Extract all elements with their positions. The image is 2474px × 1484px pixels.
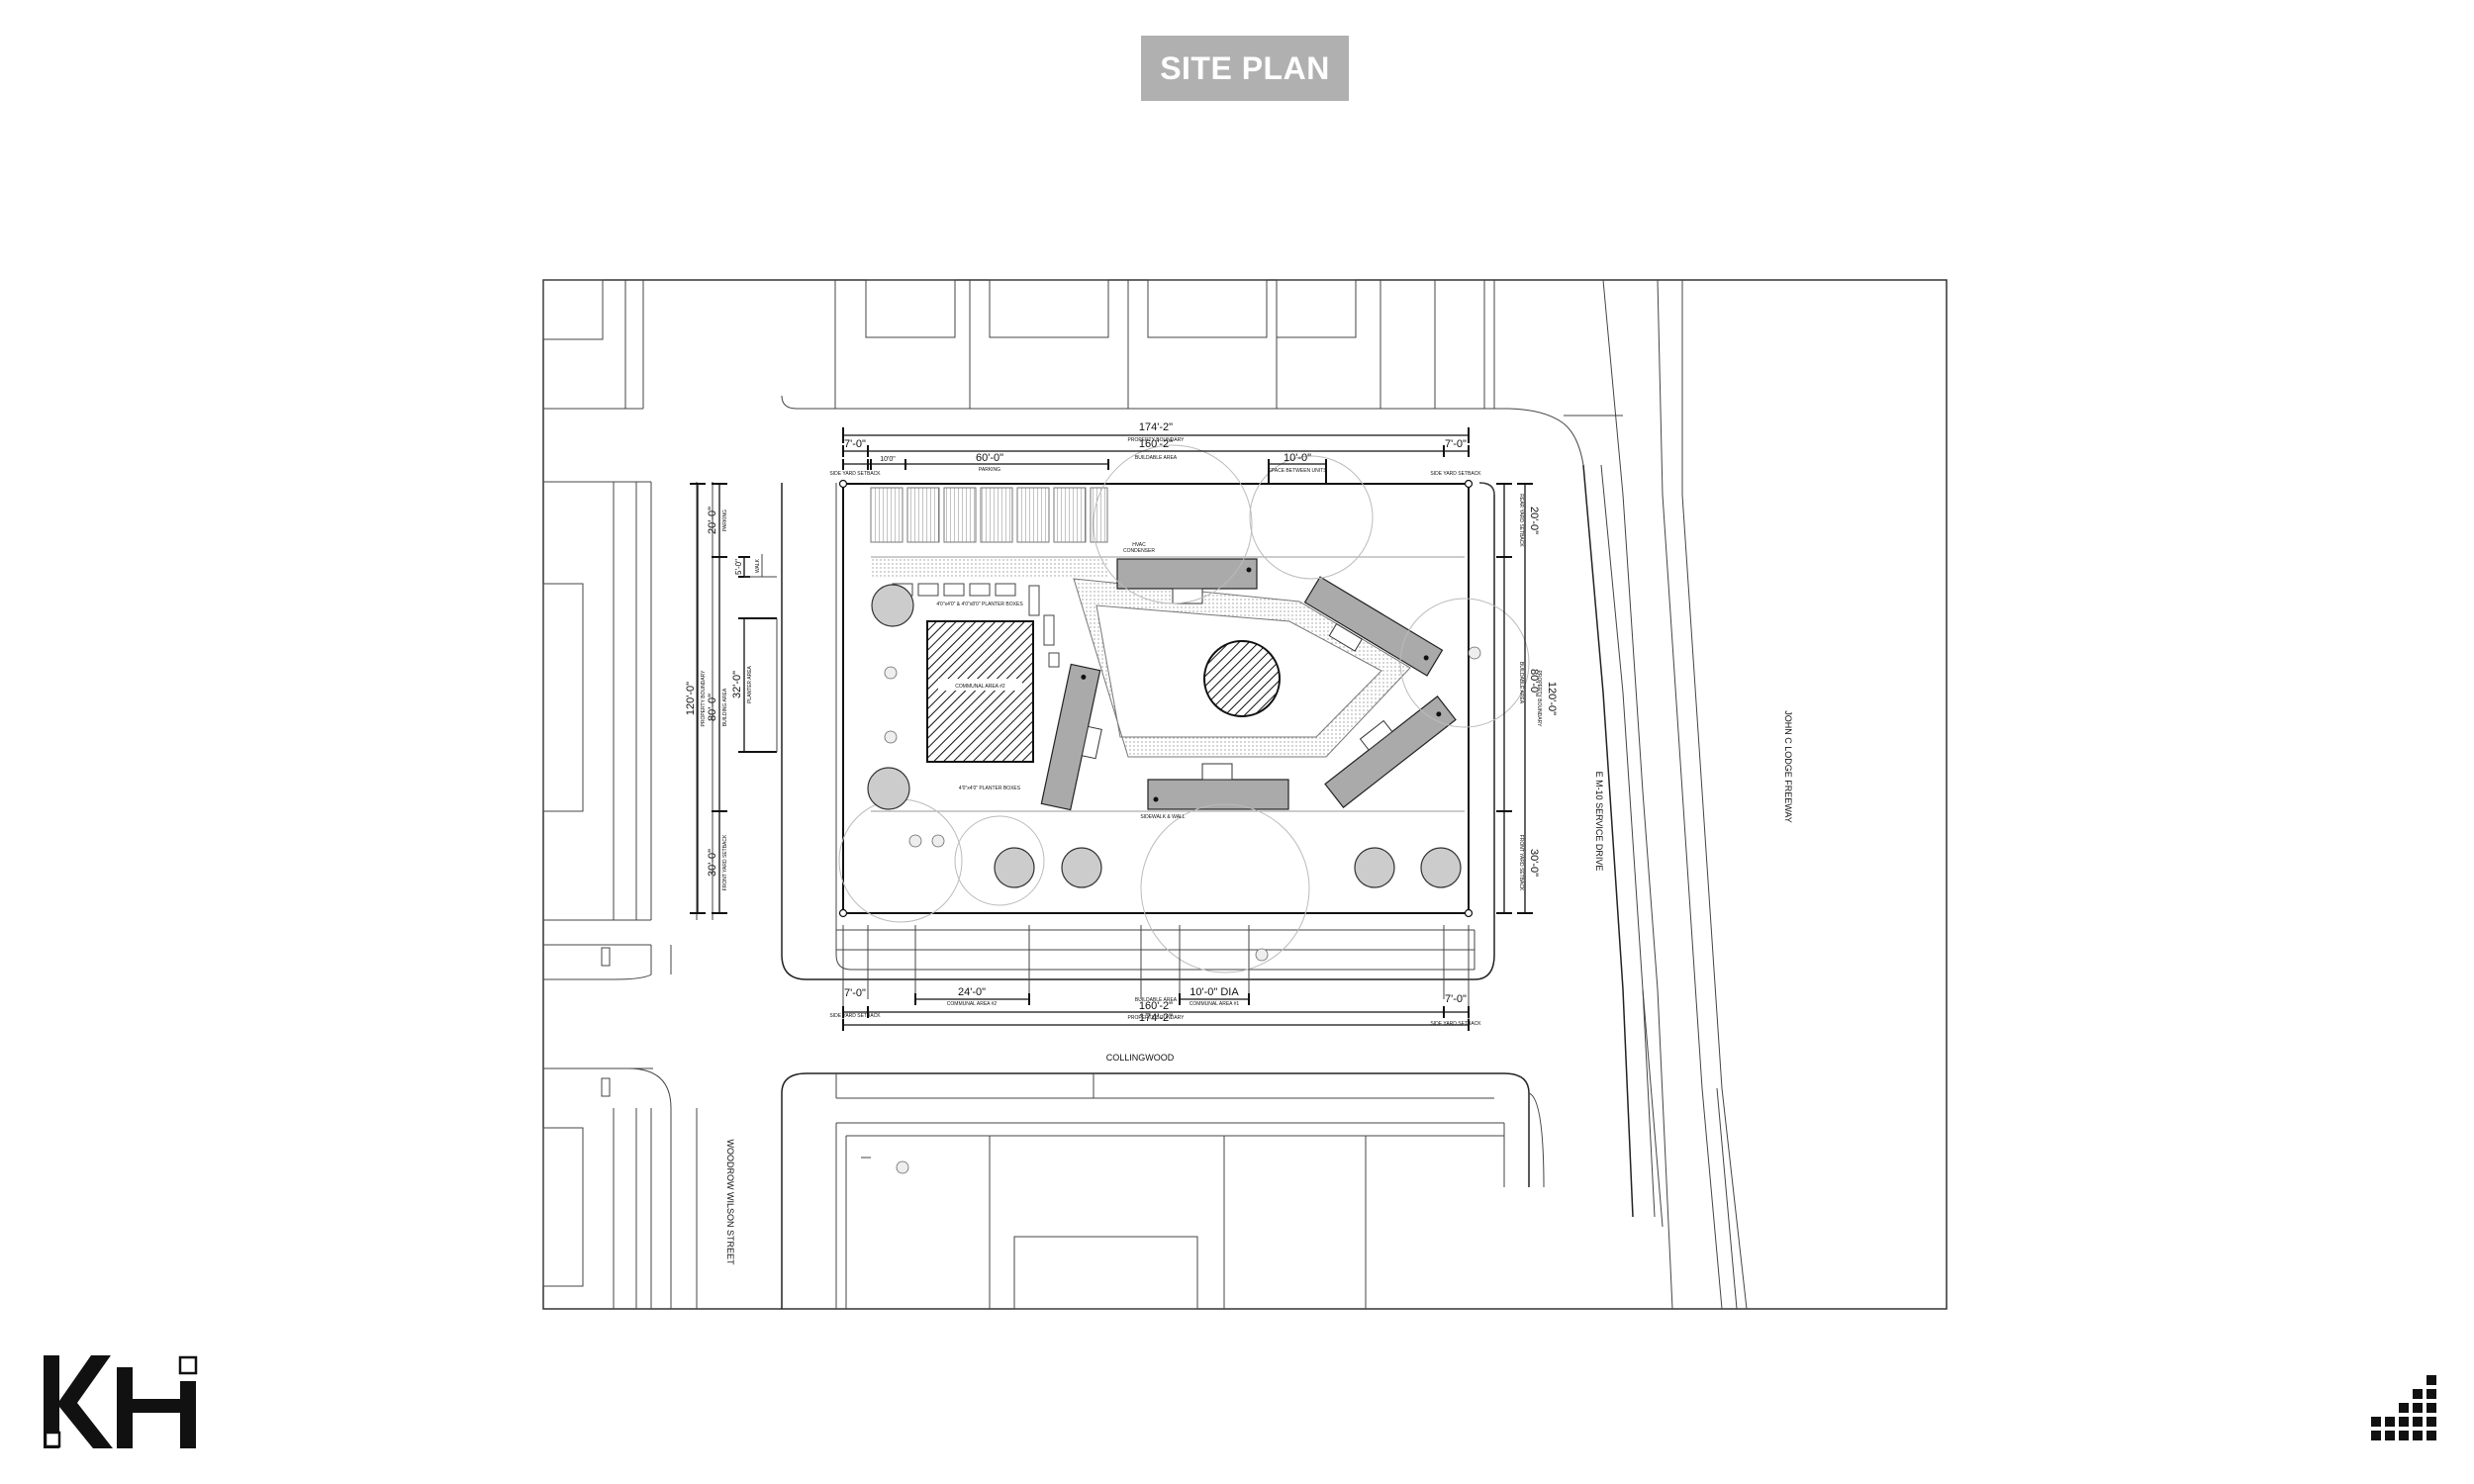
planter-top-label: 4'0"x4'0" & 4'0"x8'0" PLANTER BOXES	[936, 602, 1023, 607]
svg-text:SIDE YARD SETBACK: SIDE YARD SETBACK	[1430, 471, 1481, 477]
svg-text:10'0": 10'0"	[880, 456, 896, 463]
svg-text:PROPERTY BOUNDARY: PROPERTY BOUNDARY	[701, 670, 707, 727]
svg-text:PLANTER AREA: PLANTER AREA	[747, 665, 753, 702]
communal-area-1	[1203, 640, 1281, 717]
svg-text:30'-0": 30'-0"	[1528, 849, 1540, 877]
svg-text:SIDE YARD SETBACK: SIDE YARD SETBACK	[829, 471, 881, 477]
communal-area-label: COMMUNAL AREA #2	[955, 684, 1005, 690]
svg-text:174'-2": 174'-2"	[1139, 1012, 1173, 1024]
left-dimensions: 120'-0" PROPERTY BOUNDARY 20'-0" PARKING…	[685, 483, 778, 914]
svg-text:PROPERTY BOUNDARY: PROPERTY BOUNDARY	[1128, 437, 1186, 443]
svg-text:7'-0": 7'-0"	[844, 438, 866, 450]
trees	[838, 444, 1530, 1174]
svg-text:5'-0": 5'-0"	[734, 559, 743, 575]
dot-grid-logo	[2371, 1375, 2436, 1440]
sidewalk-label: SIDEWALK & WALL	[1140, 814, 1185, 820]
svg-text:7'-0": 7'-0"	[844, 987, 866, 999]
svg-text:24'-0": 24'-0"	[958, 986, 986, 998]
svg-text:10'-0" DIA: 10'-0" DIA	[1189, 986, 1239, 998]
svg-text:PROPERTY BOUNDARY: PROPERTY BOUNDARY	[1128, 1015, 1186, 1021]
svg-text:80'-0": 80'-0"	[707, 694, 718, 721]
planter-bottom-label: 4'0"x4'0" PLANTER BOXES	[959, 786, 1021, 791]
svg-text:32'-0": 32'-0"	[731, 671, 743, 698]
context-lines	[542, 279, 1748, 1310]
svg-text:SIDE YARD SETBACK: SIDE YARD SETBACK	[1430, 1021, 1481, 1027]
svg-text:20'-0": 20'-0"	[707, 507, 718, 534]
svg-text:80'-0": 80'-0"	[1528, 669, 1540, 696]
svg-text:160'-2": 160'-2"	[1139, 438, 1173, 450]
kh-logo	[44, 1355, 198, 1448]
svg-text:7'-0": 7'-0"	[1445, 438, 1467, 450]
courtyard-path	[1073, 578, 1411, 758]
svg-text:10'-0": 10'-0"	[1284, 452, 1311, 464]
right-dimensions: 120'-0" PROPERTY BOUNDARY 20'-0" REAR YA…	[1496, 483, 1558, 914]
svg-text:BUILDING AREA: BUILDING AREA	[722, 688, 728, 726]
svg-text:20'-0": 20'-0"	[1528, 507, 1540, 534]
svg-text:FRONT YARD SETBACK: FRONT YARD SETBACK	[722, 834, 728, 890]
svg-text:BUILDABLE AREA: BUILDABLE AREA	[1135, 455, 1178, 461]
svg-text:30'-0": 30'-0"	[707, 849, 718, 877]
bottom-dimensions: 24'-0" COMMUNAL AREA #2 10'-0" DIA COMMU…	[829, 925, 1481, 1031]
top-dimensions: 174'-2" PROPERTY BOUNDARY 160'-2" BUILDA…	[829, 421, 1481, 485]
walkway	[871, 557, 1108, 579]
svg-text:7'-0": 7'-0"	[1445, 993, 1467, 1005]
svg-text:60'-0": 60'-0"	[976, 452, 1003, 464]
seating-units	[1040, 558, 1457, 811]
hvac-label: HVAC	[1132, 542, 1146, 548]
svg-text:SIDE YARD SETBACK: SIDE YARD SETBACK	[829, 1013, 881, 1019]
svg-text:BUILDABLE AREA: BUILDABLE AREA	[1135, 997, 1178, 1003]
condenser-label: CONDENSER	[1123, 548, 1155, 554]
svg-text:174'-2": 174'-2"	[1139, 421, 1173, 433]
page-title: SITE PLAN	[1141, 36, 1349, 101]
svg-text:PROPERTY BOUNDARY: PROPERTY BOUNDARY	[1536, 671, 1542, 728]
svg-text:160'-2": 160'-2"	[1139, 1000, 1173, 1012]
communal-area-2	[926, 620, 1034, 763]
street-woodrow-wilson: WOODROW WILSON STREET	[725, 1140, 735, 1266]
street-service-drive: E M-10 SERVICE DRIVE	[1594, 772, 1604, 872]
svg-text:PARKING: PARKING	[979, 467, 1000, 473]
svg-text:REAR YARD SETBACK: REAR YARD SETBACK	[1518, 494, 1524, 547]
svg-text:120'-0": 120'-0"	[685, 682, 697, 715]
svg-text:BUILDABLE AREA: BUILDABLE AREA	[1518, 662, 1524, 704]
svg-text:PARKING: PARKING	[722, 510, 728, 531]
street-freeway: JOHN C LODGE FREEWAY	[1783, 710, 1793, 823]
svg-text:SPACE BETWEEN UNITS: SPACE BETWEEN UNITS	[1268, 468, 1327, 474]
svg-text:COMMUNAL AREA #2: COMMUNAL AREA #2	[947, 1001, 998, 1007]
property-boundary	[842, 483, 1470, 914]
svg-text:FRONT YARD SETBACK: FRONT YARD SETBACK	[1518, 835, 1524, 891]
svg-text:COMMUNAL AREA #1: COMMUNAL AREA #1	[1189, 1001, 1240, 1007]
svg-text:120'-0": 120'-0"	[1546, 682, 1558, 715]
parking-stalls	[870, 487, 1108, 543]
street-collingwood: COLLINGWOOD	[1106, 1053, 1175, 1063]
svg-text:WALK: WALK	[755, 558, 761, 573]
planter-boxes	[892, 583, 1060, 668]
